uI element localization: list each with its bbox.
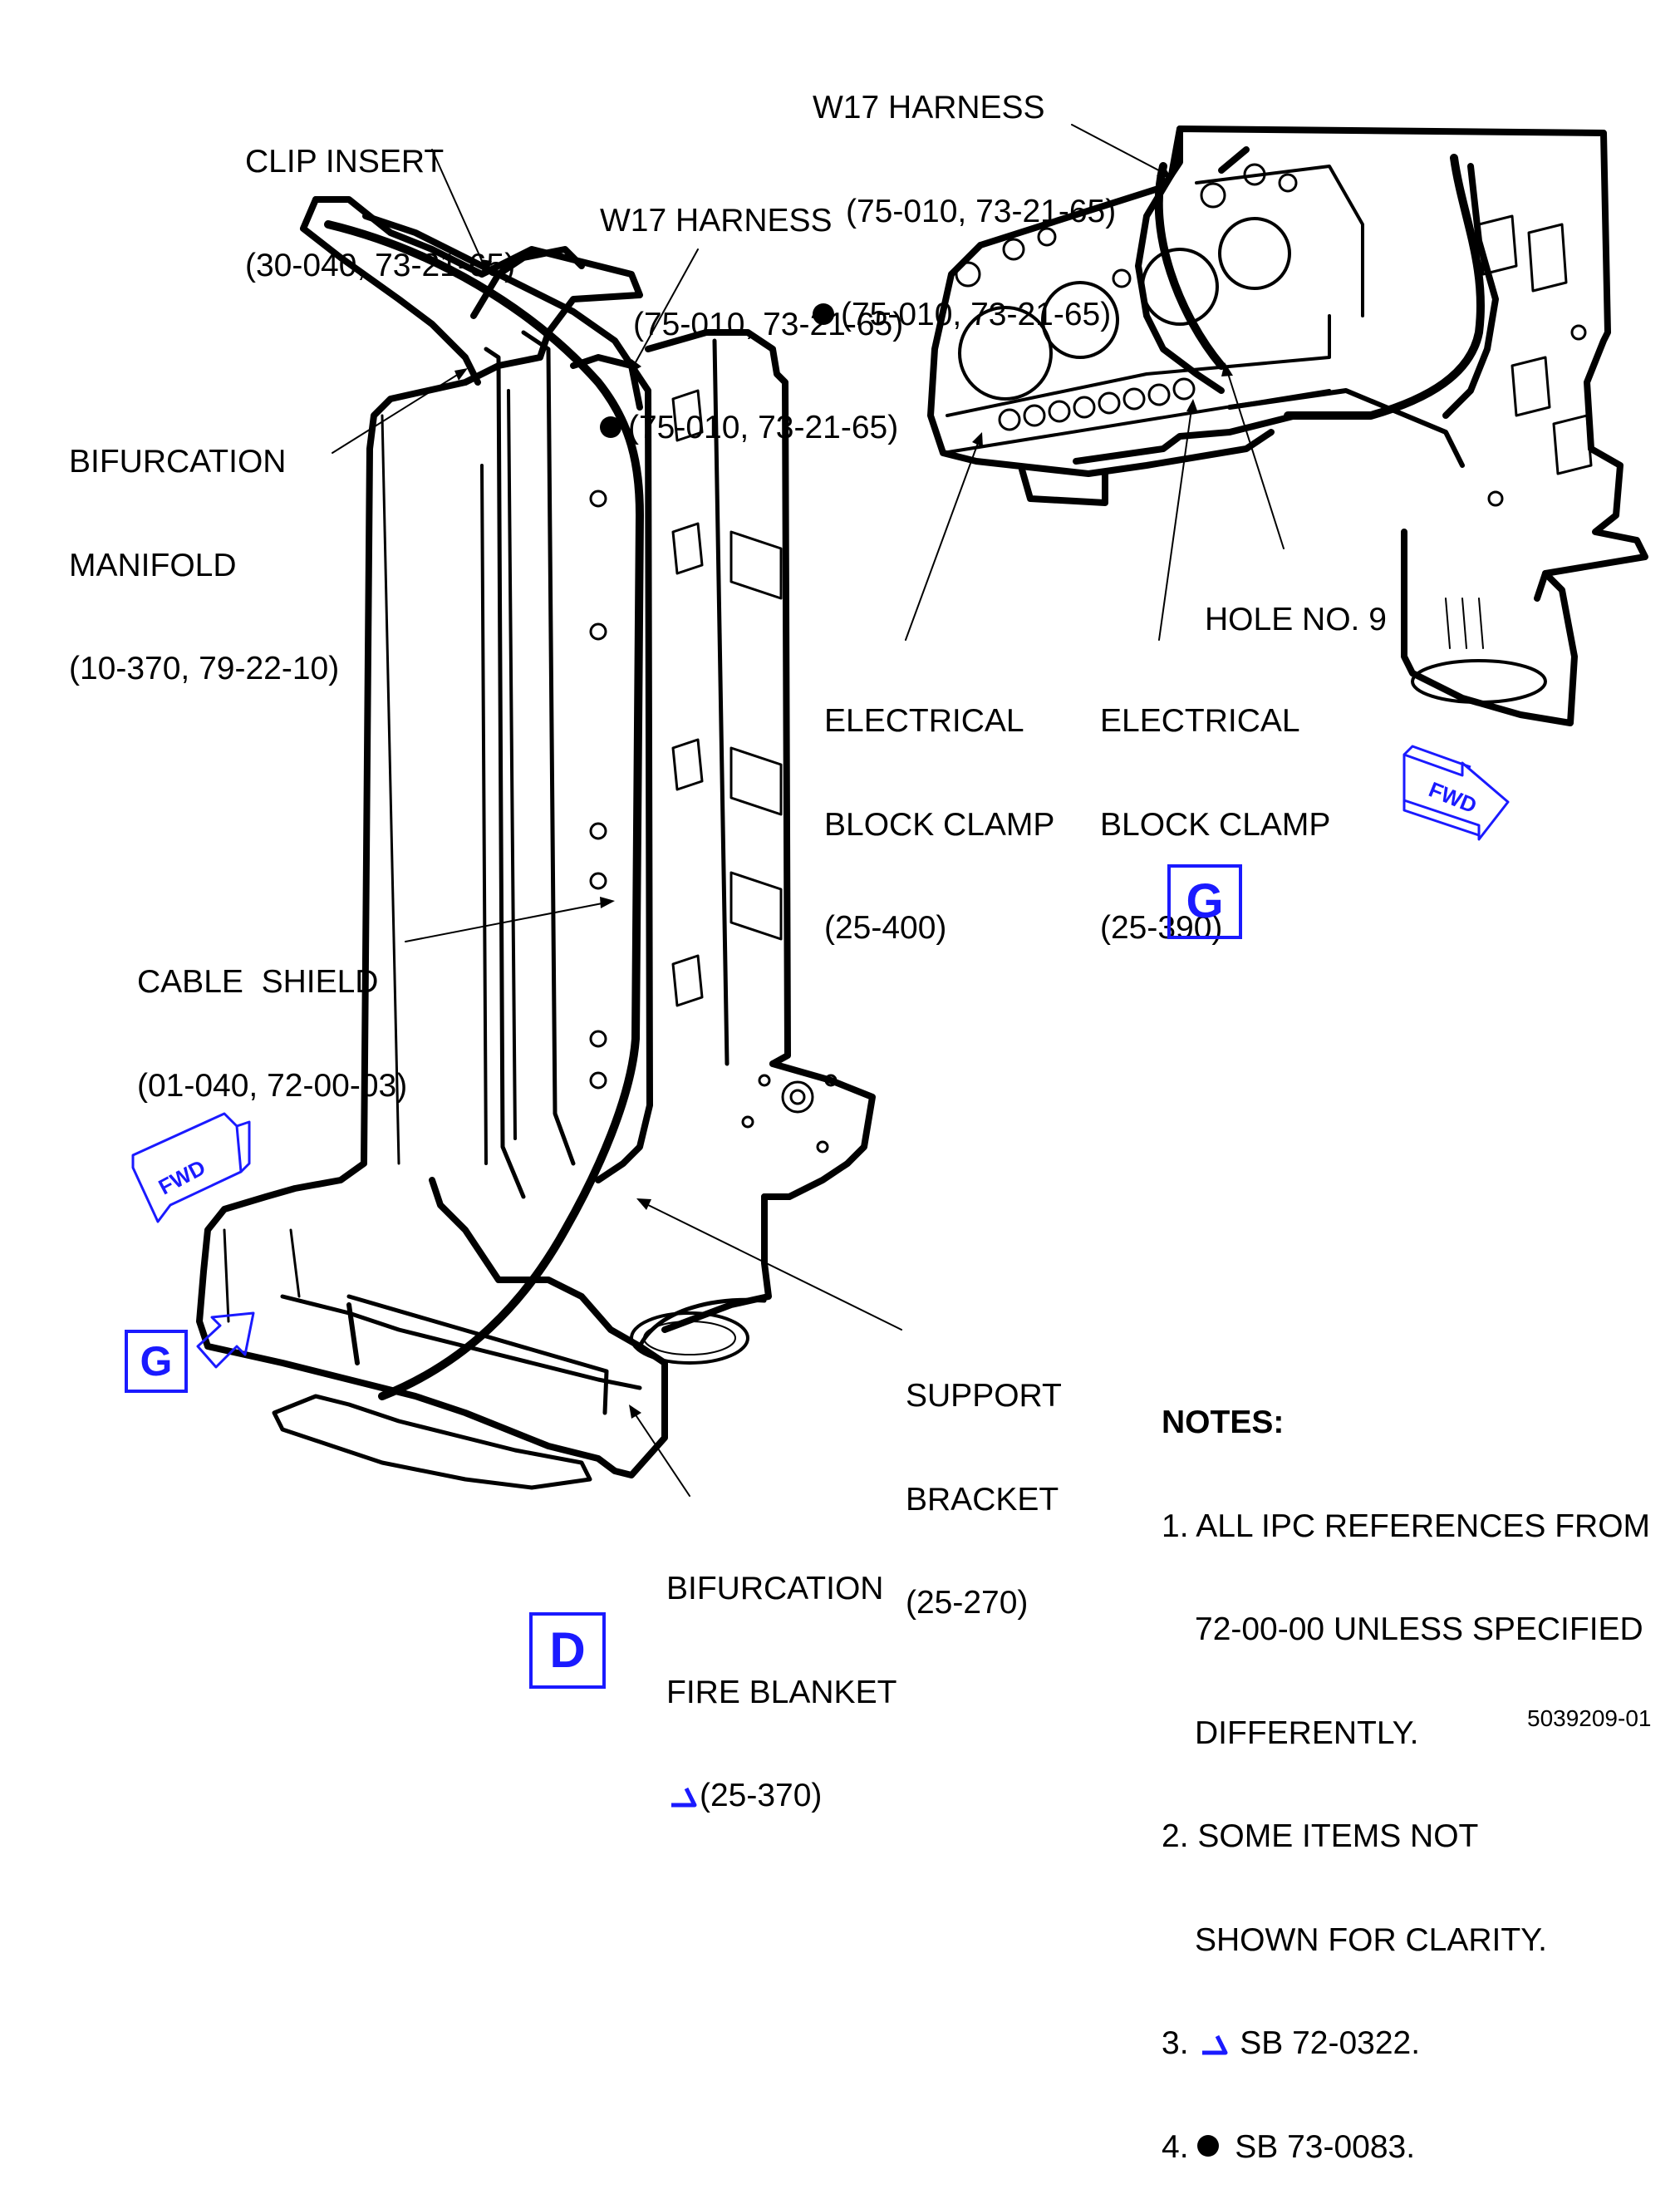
view-marker-g-top: G: [1167, 864, 1242, 939]
exploded-view-drawing: FWD FWD: [131, 124, 1648, 1497]
notes-title: NOTES:: [1162, 1405, 1285, 1440]
sb-72-0322-mark-icon: [671, 1787, 697, 1808]
sb-72-0322-mark-icon: [1202, 2034, 1228, 2055]
w17-harness-label-left: W17 HARNESS (75-010, 73-21-65) (75-010, …: [600, 203, 904, 445]
bifurcation-fire-blanket-label: BIFURCATION FIRE BLANKET (25-370): [666, 1571, 897, 1813]
cable-shield-label: CABLE SHIELD (01-040, 72-00-03): [137, 964, 408, 1104]
fwd-arrow-right: FWD: [1402, 745, 1510, 841]
view-g-arrow: [196, 1311, 255, 1369]
electrical-block-view-g: [927, 125, 1648, 726]
electrical-block-clamp-25-400-label: ELECTRICAL BLOCK CLAMP (25-400): [824, 703, 1055, 946]
sb-73-0083-dot-icon: [813, 303, 834, 325]
w17-harness-label-right: W17 HARNESS (75-010, 73-21-65) (75-010, …: [813, 90, 1117, 332]
document-number: 5039209-01: [1527, 1705, 1652, 1731]
leader-lines: [332, 124, 1285, 1497]
view-marker-d: D: [529, 1612, 606, 1689]
sb-73-0083-dot-icon: [1197, 2135, 1220, 2157]
notes-block: NOTES: 1. ALL IPC REFERENCES FROM 72-00-…: [1162, 1405, 1651, 2165]
fwd-label-right: FWD: [1425, 777, 1480, 819]
support-bracket-label: SUPPORT BRACKET (25-270): [906, 1378, 1062, 1621]
clip-insert-label: CLIP INSERT (30-040, 73-21-65): [245, 144, 516, 283]
hole-no-9-label: HOLE NO. 9: [1205, 602, 1387, 637]
fwd-label-left: FWD: [155, 1154, 209, 1199]
bifurcation-assembly-view-d: [196, 196, 876, 1490]
bifurcation-manifold-label: BIFURCATION MANIFOLD (10-370, 79-22-10): [69, 444, 340, 686]
view-marker-g-bottom: G: [125, 1330, 188, 1393]
electrical-block-clamp-25-390-label: ELECTRICAL BLOCK CLAMP (25-390): [1100, 703, 1331, 946]
leader-arrowheads: [454, 165, 1233, 1419]
sb-73-0083-dot-icon: [600, 416, 621, 438]
